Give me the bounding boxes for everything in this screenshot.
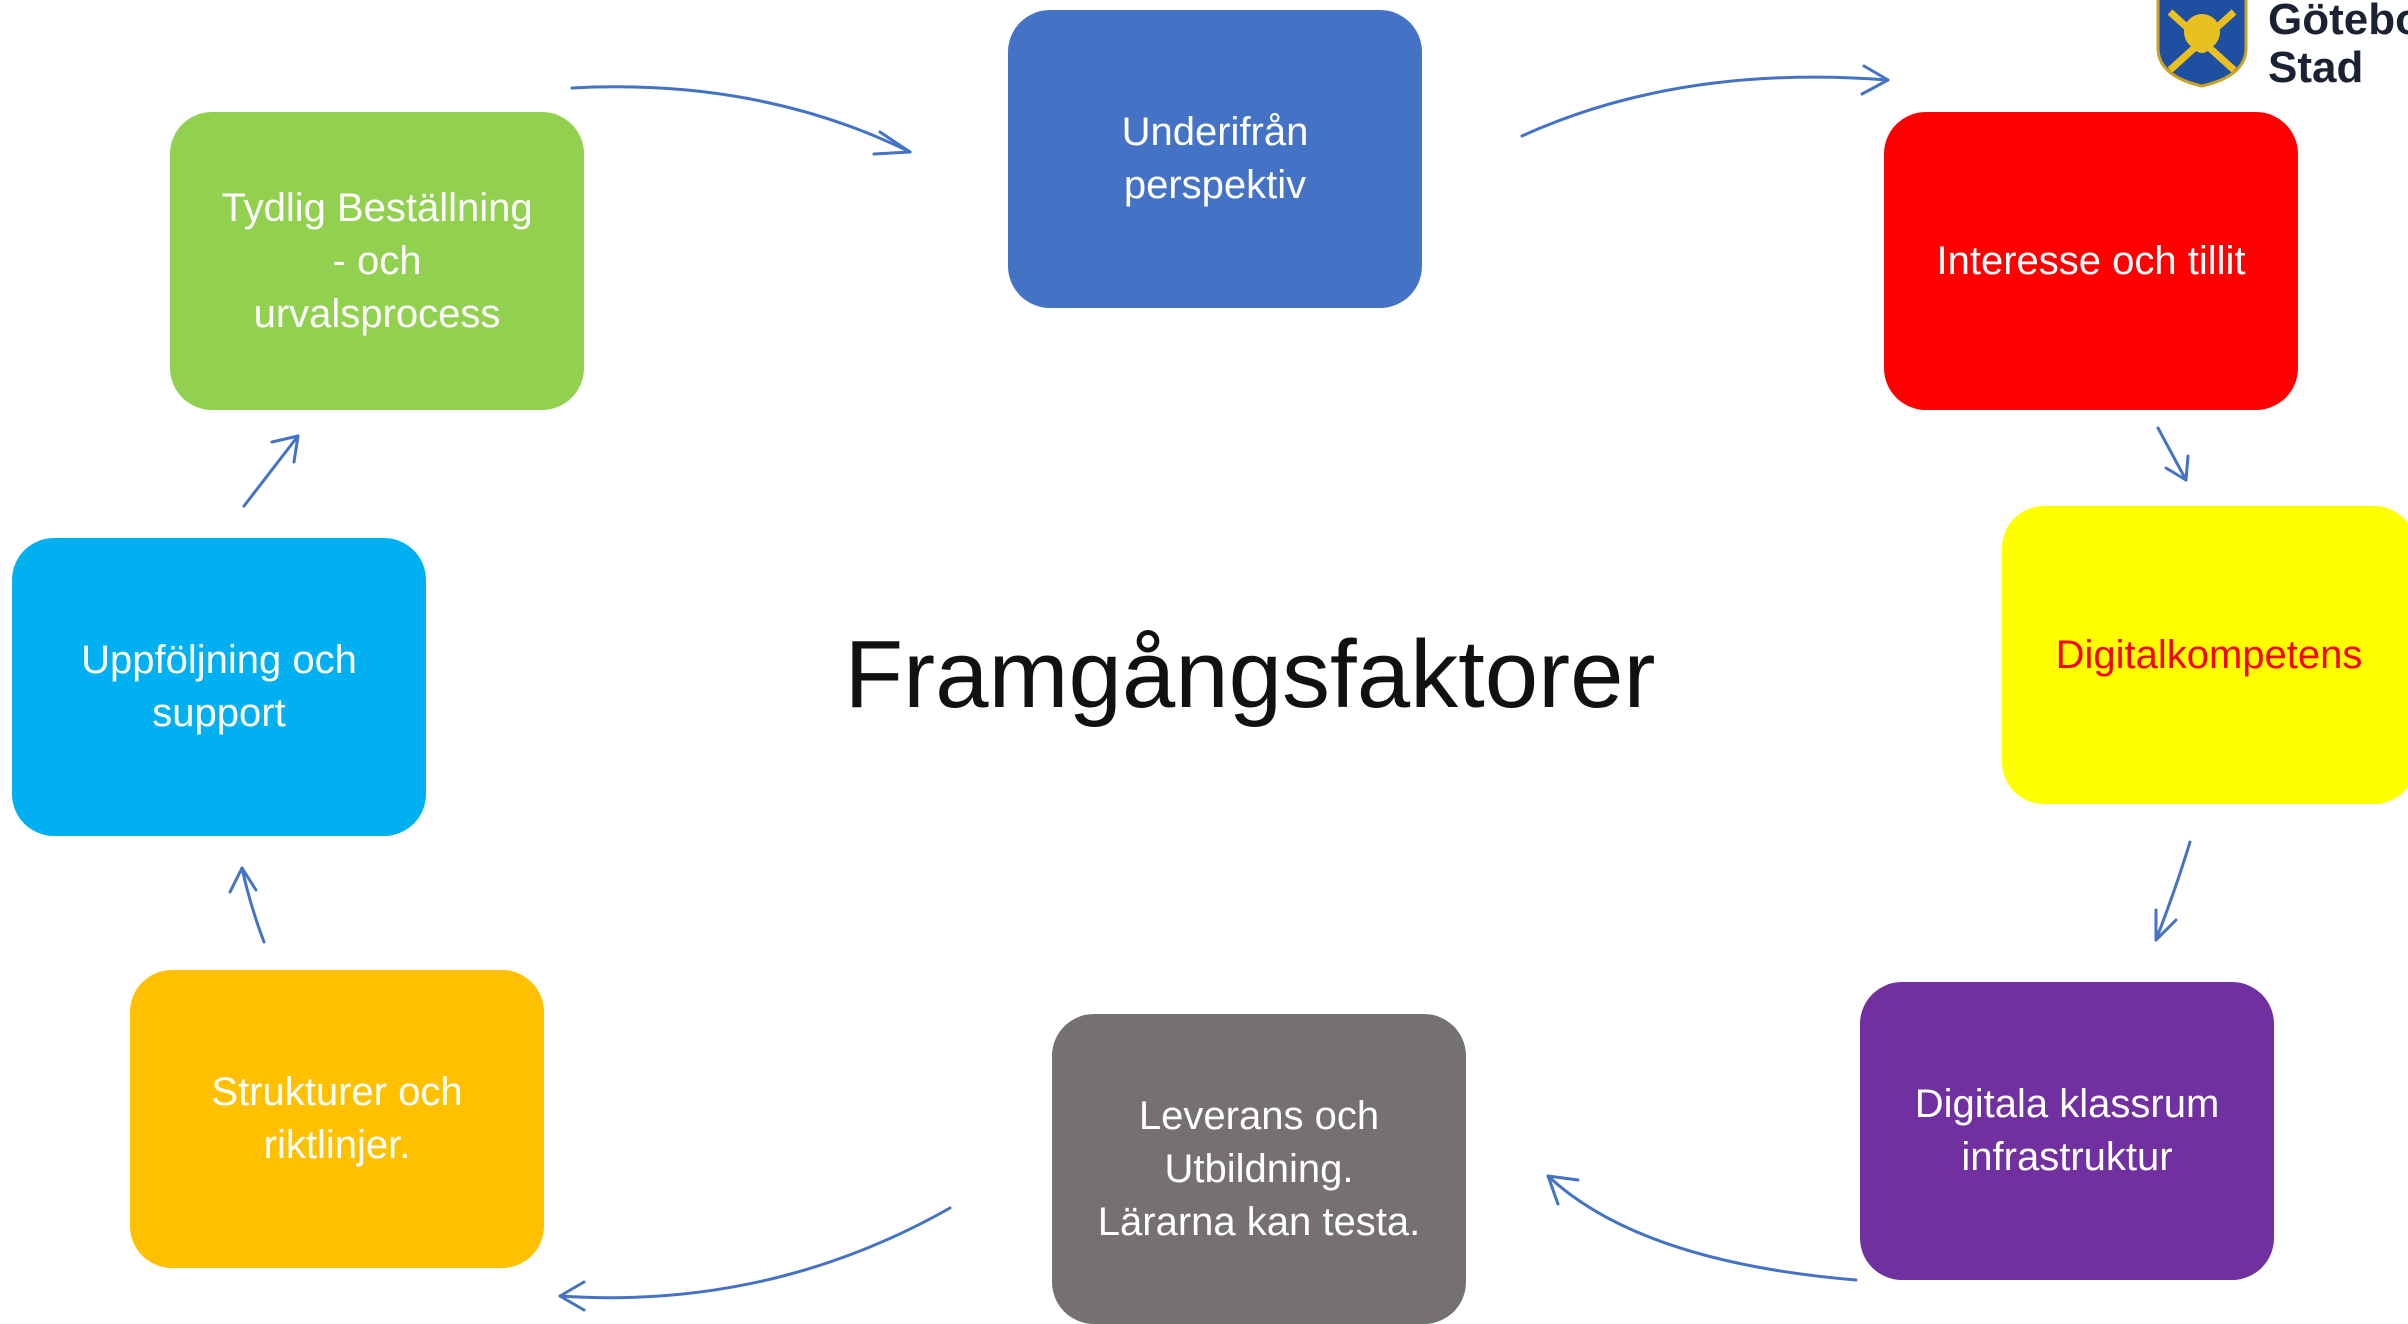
box-leverans-label: Leverans och Utbildning. Lärarna kan tes… <box>1097 1093 1421 1244</box>
arrowhead <box>558 1280 586 1312</box>
arrowhead <box>2154 908 2178 942</box>
box-leverans: Leverans och Utbildning. Lärarna kan tes… <box>1052 1014 1466 1324</box>
goteborg-logo: Göteborgs Stad <box>2148 0 2408 92</box>
arrow-uppfoljning-to-tydlig <box>242 434 300 508</box>
box-uppfoljning: Uppföljning och support <box>12 538 426 836</box>
box-underifran-label: Underifrån perspektiv <box>1121 110 1309 207</box>
box-digitalkompetens-label: Digitalkompetens <box>2055 632 2363 677</box>
arrow-underifran-to-interesse <box>1520 75 1890 138</box>
arrow-strukturer-to-uppfoljning <box>240 866 266 944</box>
box-strukturer: Strukturer och riktlinjer. <box>130 970 544 1268</box>
arrow-tydlig-to-underifran <box>570 85 912 154</box>
box-tydlig: Tydlig Beställning - och urvalsprocess <box>170 112 584 410</box>
arrowhead <box>872 130 912 156</box>
arrow-digitala-to-leverans <box>1546 1174 1858 1282</box>
arrow-leverans-to-strukturer <box>558 1206 952 1300</box>
box-uppfoljning-label: Uppföljning och support <box>81 638 357 735</box>
box-interesse-label: Interesse och tillit <box>1936 238 2246 283</box>
box-digitala-klassrum: Digitala klassrum infrastruktur <box>1860 982 2274 1280</box>
arrowhead <box>1860 64 1890 96</box>
diagram-title: Framgångsfaktorer <box>844 621 1656 728</box>
arrowhead <box>1546 1174 1580 1206</box>
arrowhead <box>270 434 300 464</box>
arrowhead <box>228 866 258 894</box>
box-digitalkompetens: Digitalkompetens <box>2002 506 2408 804</box>
box-strukturer-label: Strukturer och riktlinjer. <box>211 1070 463 1167</box>
logo-text: Göteborgs Stad <box>2268 0 2408 92</box>
box-interesse: Interesse och tillit <box>1884 112 2298 410</box>
arrow-digitalkompetens-to-digitala <box>2154 840 2192 942</box>
arrow-interesse-to-digitalkompetens <box>2156 426 2188 482</box>
box-underifran: Underifrån perspektiv <box>1008 10 1422 308</box>
coat-of-arms-icon <box>2156 0 2248 88</box>
box-tydlig-label: Tydlig Beställning - och urvalsprocess <box>221 185 533 336</box>
box-digitala-klassrum-label: Digitala klassrum infrastruktur <box>1914 1082 2220 1179</box>
arrowhead <box>2164 454 2190 482</box>
